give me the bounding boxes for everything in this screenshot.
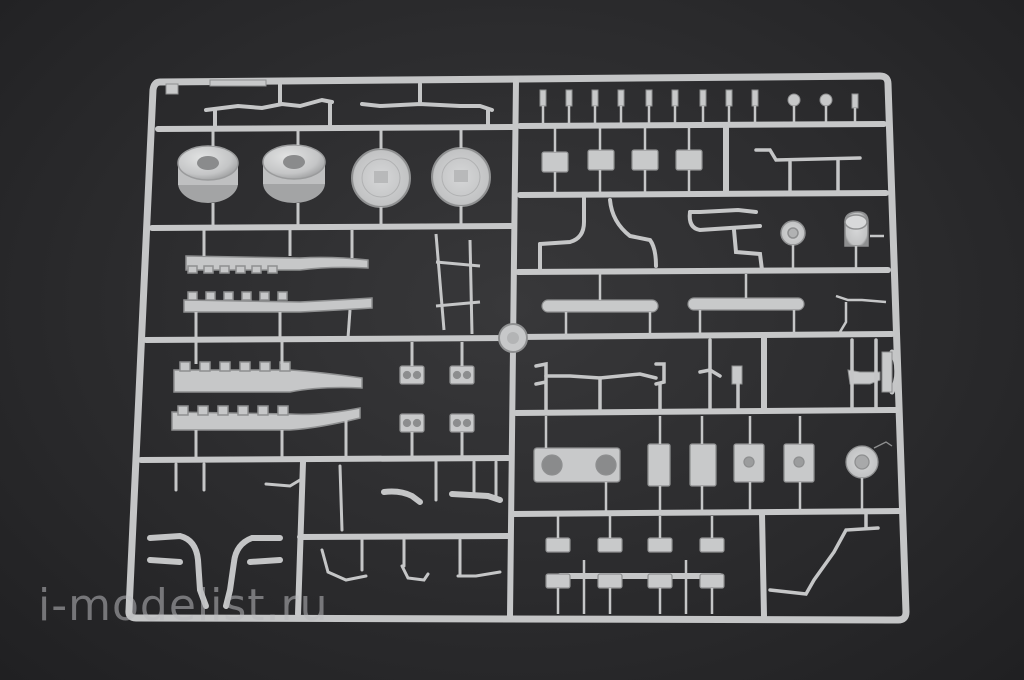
drum-1 [177,145,239,203]
manifold-4 [171,405,361,431]
lower-left-pipe-parts [147,488,503,609]
lower-left-thin-parts [174,460,502,582]
twin-port-block [533,447,621,483]
sprue-runners [138,77,903,619]
wheel-drum-parts [177,130,491,226]
wheel-3 [351,148,411,208]
wheel-4 [431,147,491,207]
sprue-corner-tags [165,79,893,393]
engine-block-parts [533,416,893,512]
bent-rod-part [768,512,880,596]
manifold-3 [173,361,363,393]
top-left-rod-parts [204,82,494,130]
turbo-part [845,441,893,479]
linkage-parts [534,338,900,412]
clamp-parts [545,516,725,614]
small-bracket-parts [399,233,481,458]
round-cap-parts [780,211,869,247]
drum-2 [262,144,326,203]
top-right-rod-part [754,148,862,194]
curved-pipe-parts [538,196,764,272]
long-bar-parts [541,274,887,336]
small-pin-parts [539,89,859,124]
sprue-center-hub [498,323,528,353]
manifold-1 [185,255,369,274]
small-block-parts [541,128,703,193]
sprue-outer-frame [125,72,910,624]
manifold-2 [183,291,373,313]
exhaust-manifold-parts [171,230,373,458]
